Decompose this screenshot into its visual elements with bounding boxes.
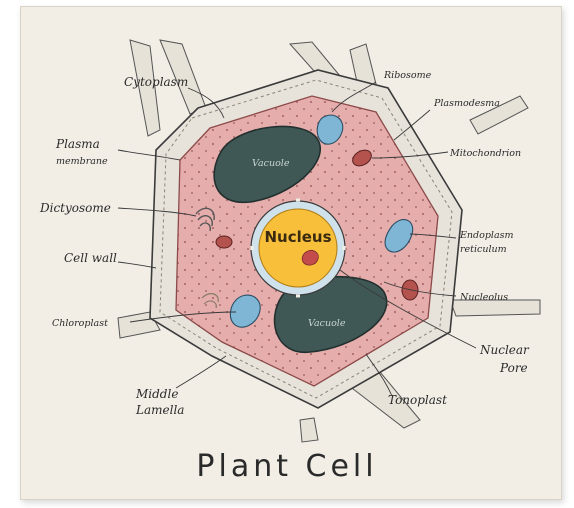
label-tonoplast: Tonoplast [388, 393, 447, 407]
label-plasma-membrane-2: membrane [56, 156, 108, 167]
nucleolus [302, 250, 318, 265]
label-endoplasmic-reticulum-1: Endoplasm [459, 230, 514, 241]
label-nuclear-pore-1: Nuclear [479, 343, 530, 357]
label-mitochondrion: Mitochondrion [449, 148, 521, 159]
label-cytoplasm: Cytoplasm [124, 75, 188, 89]
label-nuclear-pore-2: Pore [499, 361, 528, 375]
label-vacuole-top: Vacuole [252, 158, 290, 169]
label-ribosome: Ribosome [383, 70, 432, 81]
label-plasma-membrane-1: Plasma [55, 137, 100, 151]
label-vacuole-bottom: Vacuole [308, 318, 346, 329]
label-plasmodesma: Plasmodesma [433, 98, 500, 109]
label-cell-wall: Cell wall [64, 251, 117, 265]
label-nucleolus: Nucleolus [459, 292, 508, 303]
label-dictyosome: Dictyosome [39, 201, 111, 215]
nucleus [259, 209, 337, 287]
mitochondrion-2 [216, 236, 232, 248]
label-endoplasmic-reticulum-2: reticulum [460, 244, 507, 255]
diagram-title: Plant Cell [196, 449, 377, 484]
label-nucleus: Nucleus [264, 228, 331, 246]
label-middle-lamella-1: Middle [135, 387, 178, 401]
label-middle-lamella-2: Lamella [135, 403, 184, 417]
label-chloroplast: Chloroplast [52, 318, 108, 329]
